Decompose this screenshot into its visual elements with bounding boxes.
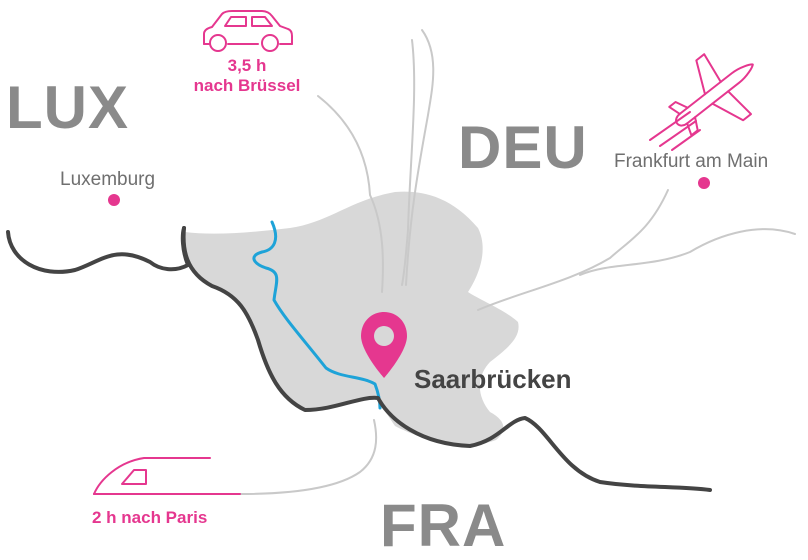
airplane-icon [649, 53, 754, 151]
country-label-fra: FRA [380, 492, 507, 559]
city-label-luxemburg: Luxemburg [60, 169, 156, 190]
luxemburg-dot [108, 194, 120, 206]
country-label-lux: LUX [6, 74, 129, 141]
route-line-east [579, 228, 796, 276]
travel-label-bruessel: 3,5 h nach Brüssel [172, 56, 322, 97]
travel-time-bruessel: 3,5 h [227, 56, 267, 75]
route-line-bruessel [317, 95, 384, 293]
high-speed-train-icon [93, 457, 241, 495]
travel-destination-bruessel: nach Brüssel [193, 76, 301, 96]
route-line-north [405, 29, 435, 286]
border-lux-deu [6, 226, 190, 274]
map-pin-icon [361, 312, 407, 378]
frankfurt-dot [698, 177, 710, 189]
city-label-saarbruecken: Saarbrücken [414, 364, 572, 394]
route-lines [239, 29, 796, 495]
car-icon [203, 10, 293, 52]
airplane-speed-lines [649, 111, 701, 151]
city-label-frankfurt: Frankfurt am Main [614, 151, 769, 172]
border-deu-fra [181, 226, 712, 492]
saarland-region [185, 191, 519, 445]
country-label-deu: DEU [458, 114, 588, 181]
travel-label-paris: 2 h nach Paris [92, 508, 208, 527]
route-line-frankfurt [477, 189, 669, 311]
saar-river [252, 220, 382, 410]
route-line-north-alt [401, 39, 416, 286]
route-line-paris [239, 419, 378, 495]
